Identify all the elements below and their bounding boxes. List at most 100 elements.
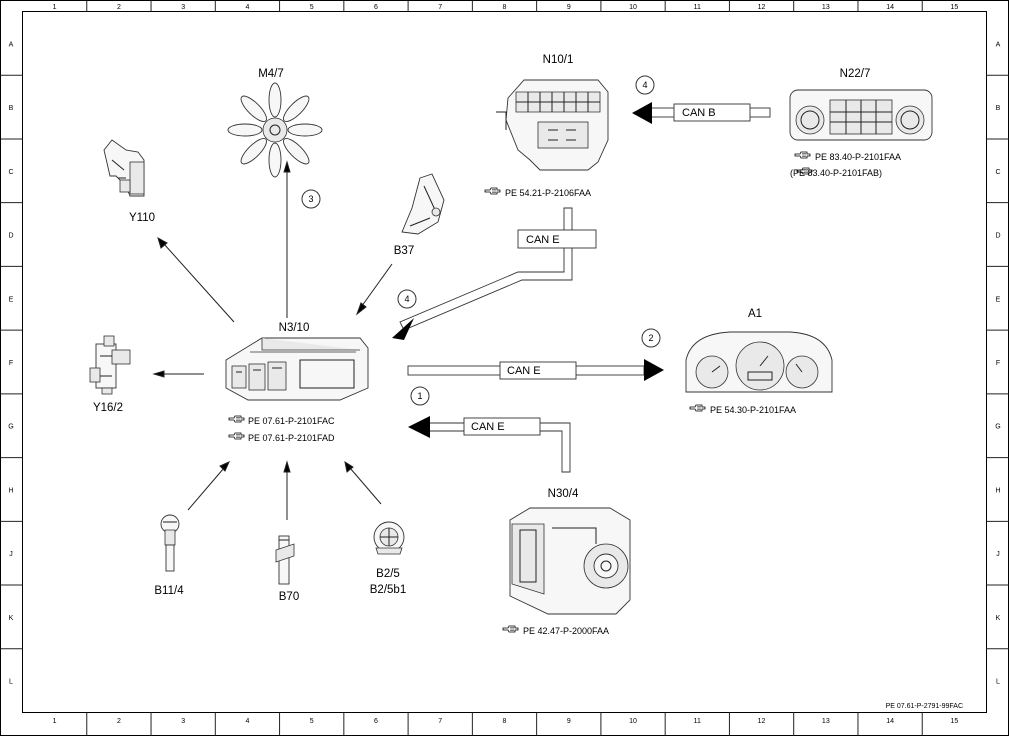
column-label-bottom: 7 <box>438 718 442 725</box>
can-b-line: CAN B <box>632 102 771 124</box>
column-label-top: 5 <box>310 4 314 11</box>
column-label-top: 4 <box>245 4 249 11</box>
abs-unit-n30-4[interactable]: N30/4 PE 42.47-P-2000FAA <box>502 488 631 636</box>
n10-1-ref: PE 54.21-P-2106FAA <box>505 188 591 198</box>
callout-1-n30: 1 <box>410 386 430 406</box>
row-label-right: K <box>996 615 1001 622</box>
svg-text:1: 1 <box>417 391 422 401</box>
row-label-left: F <box>9 360 13 367</box>
column-label-top: 1 <box>53 4 57 11</box>
fan-m4-7[interactable]: M4/7 <box>227 68 323 178</box>
column-label-bottom: 15 <box>950 718 958 725</box>
can-e-n30-line: CAN E <box>408 416 571 473</box>
row-label-right: E <box>996 296 1001 303</box>
valve-icon <box>89 335 131 395</box>
sensor-icon <box>373 521 405 555</box>
row-label-left: K <box>9 615 14 622</box>
n22-7-ref-2: (PE 83.40-P-2101FAB) <box>790 168 882 178</box>
row-label-right: D <box>995 233 1000 240</box>
svg-text:3: 3 <box>308 194 313 204</box>
column-label-top: 12 <box>758 4 766 11</box>
column-label-top: 6 <box>374 4 378 11</box>
pointing-hand-icon <box>689 404 706 412</box>
row-label-left: A <box>9 41 14 48</box>
column-label-bottom: 6 <box>374 718 378 725</box>
can-e-top-line: CAN E <box>392 207 597 340</box>
row-label-left: L <box>9 679 13 686</box>
column-label-bottom: 14 <box>886 718 894 725</box>
column-label-top: 8 <box>503 4 507 11</box>
column-ticks <box>86 0 923 736</box>
b37-label: B37 <box>394 245 414 257</box>
sensor-b70[interactable]: B70 <box>275 535 299 603</box>
column-label-bottom: 10 <box>629 718 637 725</box>
column-label-bottom: 1 <box>53 718 57 725</box>
column-label-top: 7 <box>438 4 442 11</box>
sensor-icon <box>275 535 295 585</box>
sensor-icon <box>160 514 180 572</box>
pointing-hand-icon <box>228 415 245 423</box>
b2-5b1-label: B2/5b1 <box>370 584 406 596</box>
n30-4-ref: PE 42.47-P-2000FAA <box>523 626 609 636</box>
callout-4-can-b: 4 <box>635 75 655 95</box>
sensor-b2-5[interactable]: B2/5 B2/5b1 <box>370 521 406 596</box>
callout-3-fan: 3 <box>301 189 321 209</box>
instrument-cluster-a1[interactable]: A1 PE 54.30-P-2101FAA <box>685 308 833 415</box>
row-label-left: H <box>8 487 13 494</box>
pointing-hand-icon <box>484 187 501 195</box>
column-label-top: 9 <box>567 4 571 11</box>
column-label-top: 14 <box>886 4 894 11</box>
can-e-n30-label: CAN E <box>471 421 505 433</box>
a1-ref: PE 54.30-P-2101FAA <box>710 405 796 415</box>
signal-arrows <box>152 160 393 520</box>
column-label-bottom: 9 <box>567 718 571 725</box>
fan-icon <box>227 82 323 178</box>
row-label-right: B <box>996 105 1001 112</box>
row-label-left: G <box>8 424 13 431</box>
column-label-top: 3 <box>181 4 185 11</box>
can-e-top-label: CAN E <box>526 234 560 246</box>
abs-unit-icon <box>509 507 631 615</box>
column-label-bottom: 5 <box>310 718 314 725</box>
pointing-hand-icon <box>794 151 811 159</box>
fuse-box-icon <box>496 79 609 171</box>
b70-label: B70 <box>279 591 299 603</box>
column-labels: 1122334455667788991010111112121313141415… <box>53 4 959 725</box>
column-label-top: 13 <box>822 4 830 11</box>
can-b-label: CAN B <box>682 107 716 119</box>
module-n10-1[interactable]: N10/1 PE 54.21-P-2106FAA <box>484 54 609 198</box>
valve-y16-2[interactable]: Y16/2 <box>89 335 131 414</box>
pedal-sensor-b37[interactable]: B37 <box>394 173 445 257</box>
row-label-left: C <box>8 169 13 176</box>
column-label-bottom: 13 <box>822 718 830 725</box>
valve-y110[interactable]: Y110 <box>103 139 155 224</box>
b11-4-label: B11/4 <box>154 585 184 597</box>
row-label-left: B <box>9 105 14 112</box>
column-label-top: 10 <box>629 4 637 11</box>
m4-7-label: M4/7 <box>258 68 284 80</box>
row-label-right: C <box>995 169 1000 176</box>
sensor-b11-4[interactable]: B11/4 <box>154 514 184 597</box>
column-label-bottom: 8 <box>503 718 507 725</box>
column-label-bottom: 11 <box>694 718 701 725</box>
column-label-top: 2 <box>117 4 121 11</box>
instrument-cluster-icon <box>685 331 833 393</box>
ecu-n3-10[interactable]: N3/10 PE 07.61-P-2101FAC PE 07.61-P-2101… <box>225 322 369 443</box>
row-label-right: L <box>996 679 1000 686</box>
column-label-top: 11 <box>694 4 701 11</box>
row-label-right: A <box>996 41 1001 48</box>
column-label-bottom: 2 <box>117 718 121 725</box>
climate-panel-n22-7[interactable]: N22/7 PE 83.40-P-2101FAA (PE 83.40-P-210… <box>789 68 933 178</box>
callout-4-can-e: 4 <box>397 289 417 309</box>
n22-7-label: N22/7 <box>840 68 871 80</box>
b2-5-label: B2/5 <box>376 568 400 580</box>
y110-label: Y110 <box>129 212 155 224</box>
document-id: PE 07.61-P-2791-99FAC <box>886 703 963 710</box>
row-label-right: J <box>996 551 1000 558</box>
callout-2-a1: 2 <box>641 328 661 348</box>
row-label-left: E <box>9 296 14 303</box>
column-label-bottom: 12 <box>758 718 766 725</box>
pointing-hand-icon <box>228 432 245 440</box>
